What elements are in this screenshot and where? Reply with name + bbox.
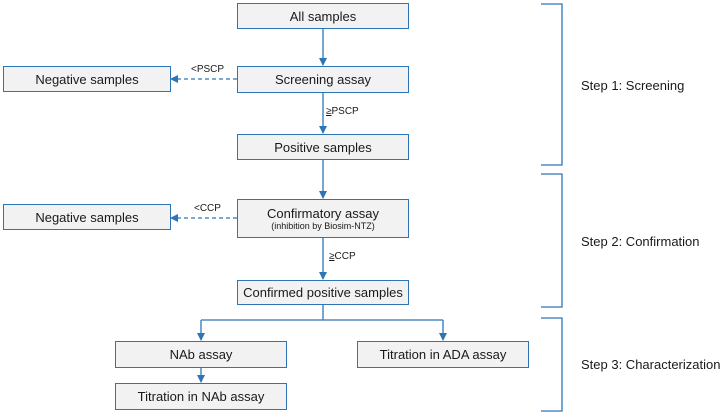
edge-label-ge-pscp: ≥PSCP [326,106,359,118]
box-all-samples-label: All samples [289,8,357,24]
box-negative-samples-2: Negative samples [3,204,171,230]
edge-label-ge-ccp-text: CCP [334,251,356,262]
edge-label-lt-ccp: <CCP [194,203,221,215]
edge-label-ge-pscp-text: PSCP [331,106,359,117]
box-titration-nab: Titration in NAb assay [115,383,287,410]
box-negative-samples-2-label: Negative samples [35,209,139,225]
box-confirmed-positive-samples: Confirmed positive samples [237,280,409,305]
box-negative-samples-1-label: Negative samples [35,71,139,87]
box-confirmatory-assay-sublabel: (inhibition by Biosim-NTZ) [271,220,375,231]
step-label-confirmation: Step 2: Confirmation [581,234,700,249]
edge-label-lt-pscp: <PSCP [191,64,224,76]
edge-label-ge-pscp-symbol: ≥ [326,106,332,117]
bracket-step3 [541,317,563,412]
box-screening-assay: Screening assay [237,66,409,93]
bracket-step2 [541,173,563,308]
box-titration-ada: Titration in ADA assay [357,341,529,368]
edge-label-ge-ccp-symbol: ≥ [329,251,335,262]
edge-label-ge-ccp: ≥CCP [329,251,356,263]
bracket-step1 [541,3,563,166]
box-nab-assay: NAb assay [115,341,287,368]
box-positive-samples: Positive samples [237,134,409,160]
step-label-screening: Step 1: Screening [581,78,685,93]
box-negative-samples-1: Negative samples [3,66,171,92]
edge-label-lt-pscp-text: <PSCP [191,64,225,75]
box-titration-nab-label: Titration in NAb assay [137,389,265,404]
box-confirmatory-assay-label: Confirmatory assay [267,205,379,221]
box-screening-assay-label: Screening assay [274,72,372,87]
box-all-samples: All samples [237,3,409,29]
box-nab-assay-label: NAb assay [169,347,233,362]
box-titration-ada-label: Titration in ADA assay [379,347,507,362]
box-confirmed-positive-samples-label: Confirmed positive samples [243,285,403,300]
edge-label-lt-ccp-text: <CCP [194,203,221,214]
box-confirmatory-assay: Confirmatory assay (inhibition by Biosim… [237,199,409,238]
step-label-characterization: Step 3: Characterization [581,357,721,372]
box-positive-samples-label: Positive samples [274,139,372,155]
